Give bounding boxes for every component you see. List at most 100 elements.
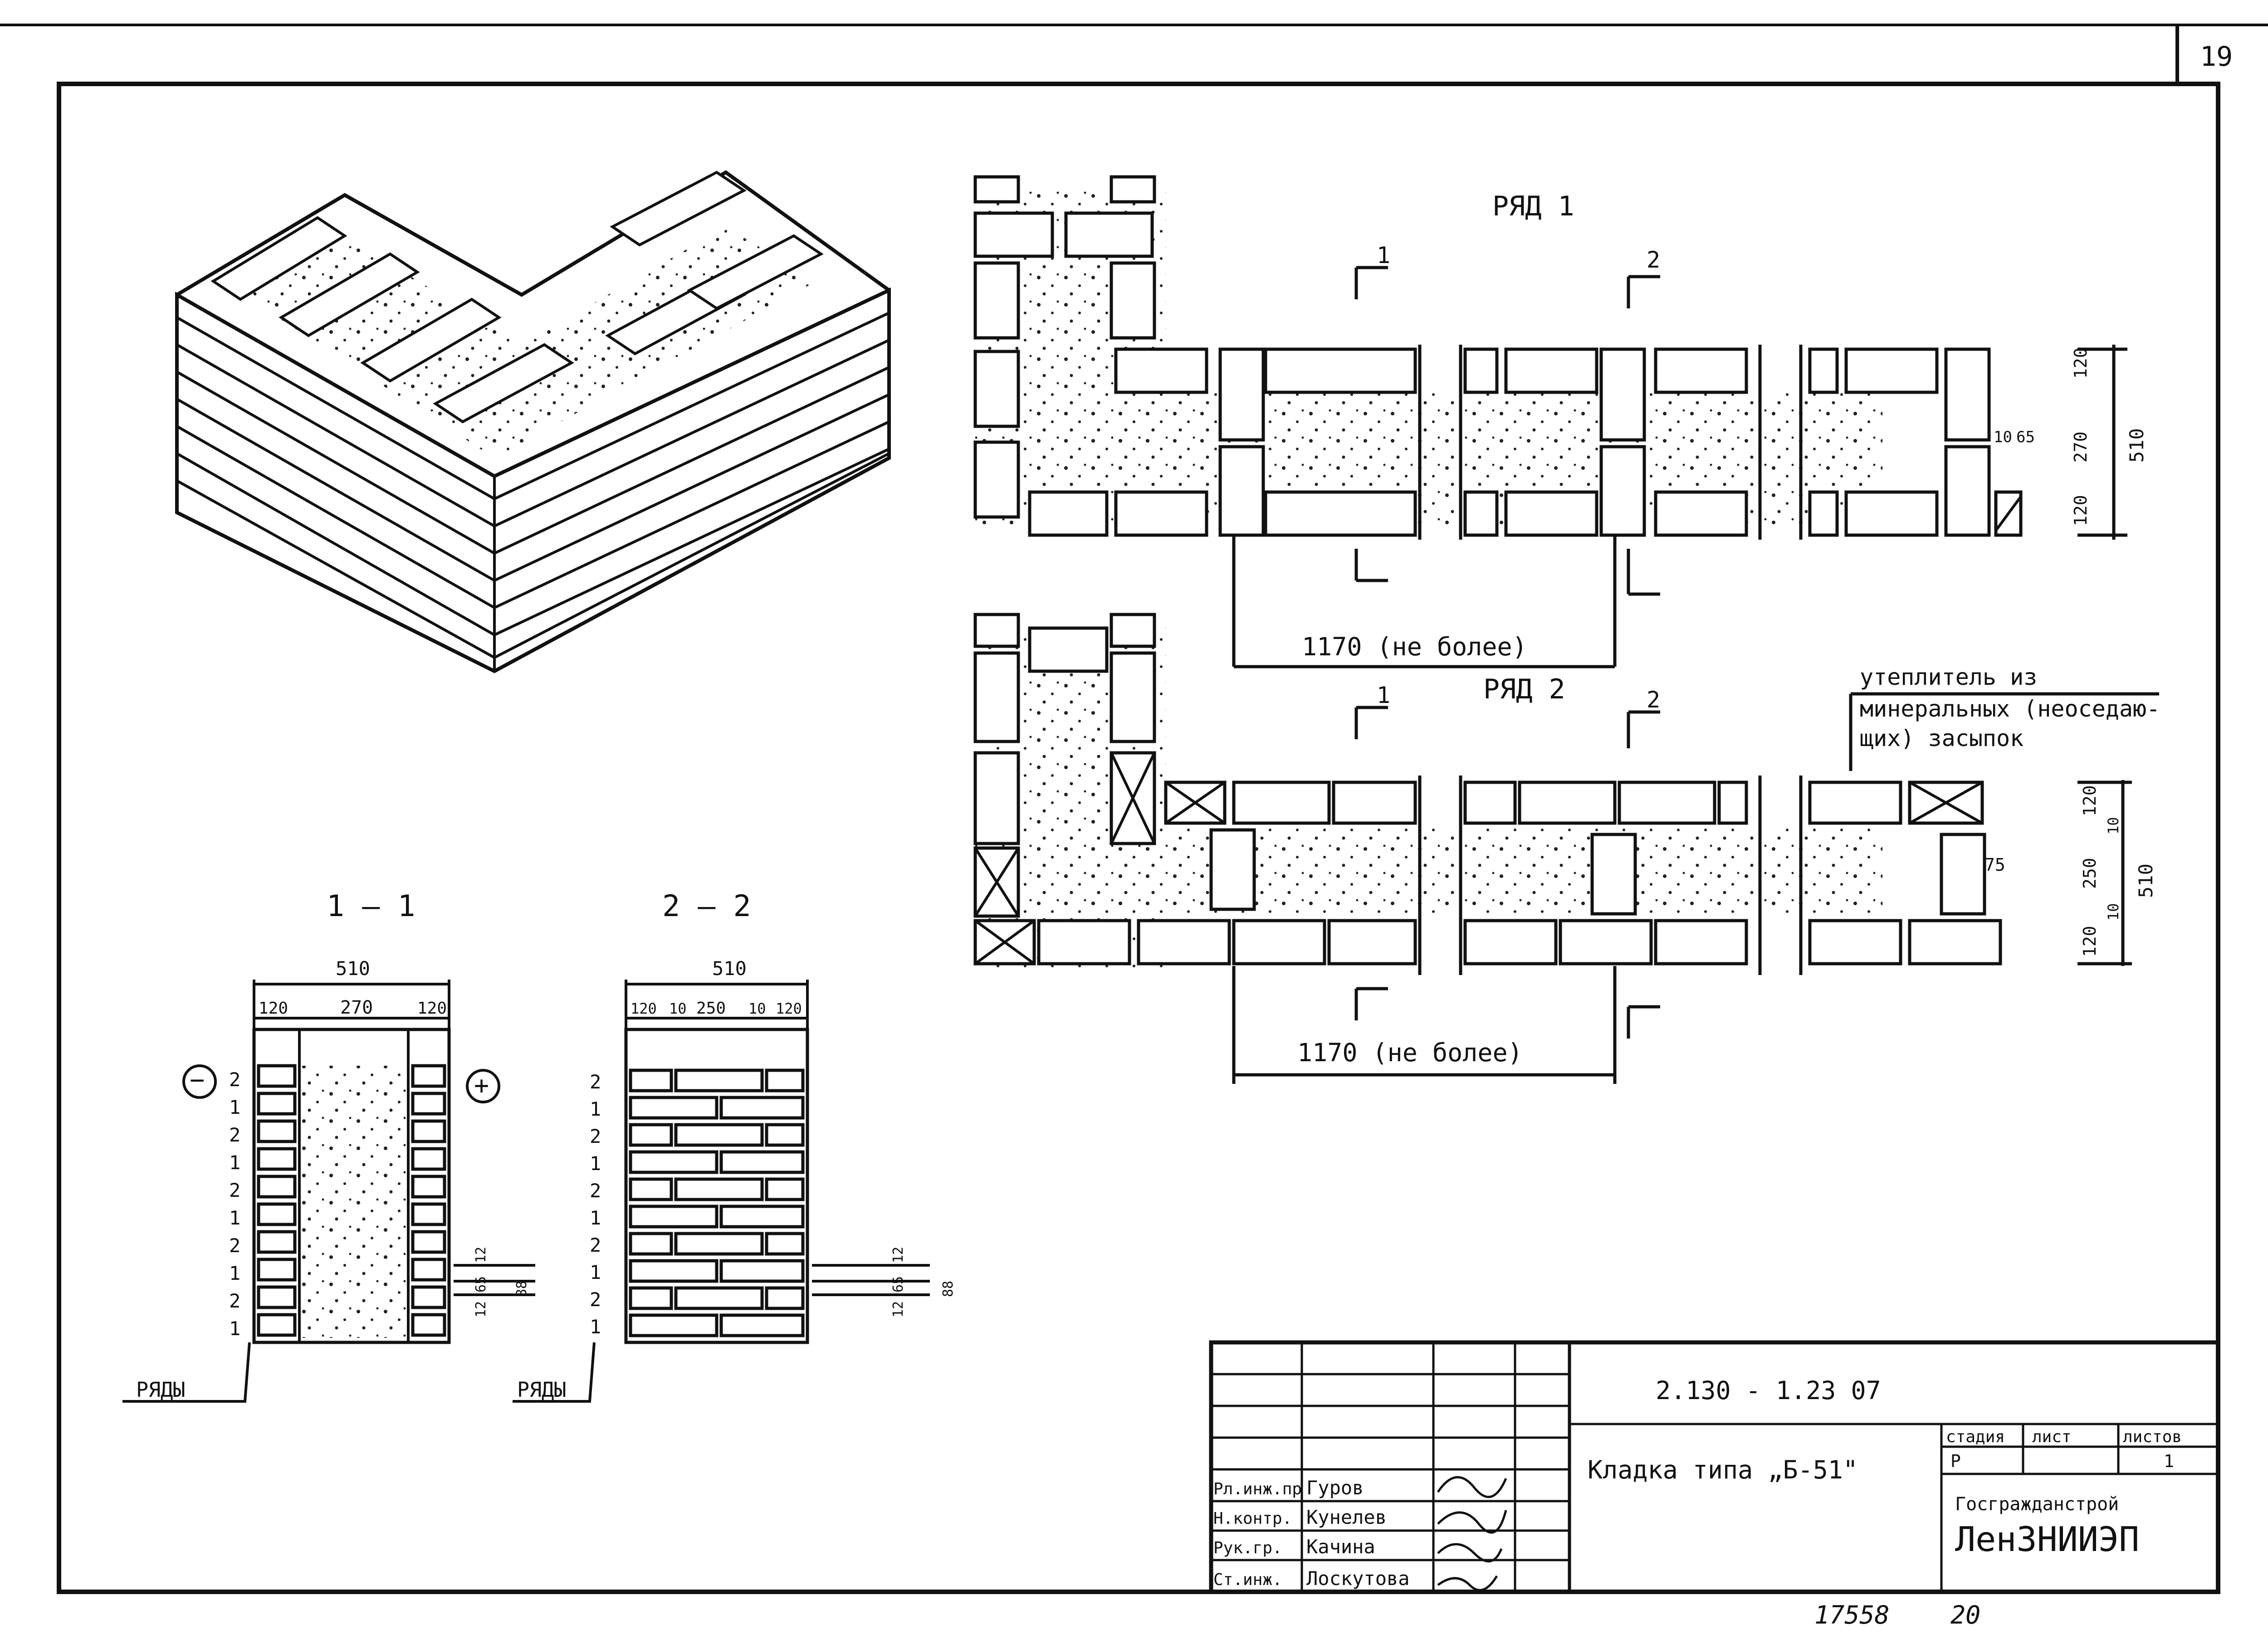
insulation-line3: щих) засыпок bbox=[1860, 725, 2024, 751]
inventory-number: 17558 bbox=[1814, 1600, 1890, 1629]
staff-role-1: Н.контр. bbox=[1213, 1509, 1292, 1528]
row2-title: РЯД 2 bbox=[1483, 673, 1565, 705]
staff-role-3: Ст.инж. bbox=[1213, 1571, 1282, 1589]
section-brick bbox=[411, 1313, 446, 1337]
cut-1-row2: 1 bbox=[1377, 682, 1390, 708]
section-brick bbox=[719, 1205, 805, 1229]
section-brick bbox=[765, 1068, 805, 1093]
sec1-c: 120 bbox=[417, 999, 447, 1018]
staff-role-0: Рл.инж.пр bbox=[1213, 1480, 1302, 1498]
section-brick bbox=[674, 1232, 764, 1256]
section-brick bbox=[411, 1092, 446, 1116]
doc-code: 2.130 - 1.23 07 bbox=[1656, 1376, 1881, 1405]
section-brick bbox=[719, 1096, 805, 1120]
dim-1170-row1: 1170 (не более) bbox=[1302, 632, 1527, 661]
section-brick bbox=[257, 1202, 297, 1226]
sec2-e: 120 bbox=[776, 1000, 802, 1017]
sec2-d: 10 bbox=[748, 1000, 766, 1017]
row1-title: РЯД 1 bbox=[1492, 190, 1574, 222]
section-brick bbox=[629, 1286, 673, 1310]
section-brick bbox=[411, 1064, 446, 1088]
row2-d75: 75 bbox=[1984, 855, 2005, 875]
section-brick bbox=[257, 1175, 297, 1199]
sec1-small-0: 12 bbox=[473, 1301, 489, 1317]
sec2-c: 250 bbox=[696, 999, 726, 1018]
staff-name-1: Кунелев bbox=[1306, 1506, 1387, 1528]
section-brick bbox=[257, 1119, 297, 1143]
sec2-h: 88 bbox=[940, 1281, 956, 1297]
section-brick bbox=[719, 1150, 805, 1174]
insulation-line2: минеральных (неоседаю- bbox=[1860, 696, 2160, 722]
section-brick bbox=[629, 1150, 719, 1174]
insulation-line1: утеплитель из bbox=[1860, 664, 2037, 690]
sec1-rows-label: РЯДЫ bbox=[136, 1378, 185, 1402]
staff-role-2: Рук.гр. bbox=[1213, 1539, 1282, 1557]
sheets-header: листов bbox=[2123, 1428, 2182, 1446]
row-number: 2 bbox=[590, 1288, 601, 1311]
staff-name-3: Лоскутова bbox=[1306, 1567, 1410, 1590]
row2-d510: 510 bbox=[2135, 863, 2157, 898]
staff-name-0: Гуров bbox=[1306, 1477, 1364, 1499]
sec2-small-1: 65 bbox=[890, 1276, 906, 1293]
cut-1-top: 1 bbox=[1377, 242, 1390, 268]
plan-row-1: РЯД 1 bbox=[973, 175, 2148, 668]
sec2-rows-label: РЯДЫ bbox=[517, 1378, 566, 1402]
row-number: 1 bbox=[229, 1207, 240, 1229]
section-brick bbox=[411, 1202, 446, 1226]
row2-d120a: 120 bbox=[2080, 785, 2100, 816]
section-brick bbox=[629, 1205, 719, 1229]
staff-name-2: Качина bbox=[1306, 1536, 1375, 1558]
row-number: 1 bbox=[590, 1207, 601, 1229]
symbol-minus: − bbox=[190, 1065, 205, 1094]
sec1-small-2: 12 bbox=[473, 1247, 489, 1263]
row-number: 2 bbox=[229, 1290, 240, 1312]
sec2-total: 510 bbox=[712, 957, 747, 980]
sec2-b: 10 bbox=[669, 1000, 687, 1017]
section-brick bbox=[629, 1068, 673, 1093]
section-brick bbox=[257, 1147, 297, 1171]
row1-d120a: 120 bbox=[2071, 347, 2091, 379]
row-number: 2 bbox=[229, 1068, 240, 1091]
section-brick bbox=[411, 1147, 446, 1171]
row-number: 2 bbox=[590, 1071, 601, 1093]
sheet-header: лист bbox=[2032, 1428, 2072, 1446]
row-number: 1 bbox=[590, 1152, 601, 1175]
row2-d10a: 10 bbox=[2105, 817, 2122, 834]
symbol-plus: + bbox=[474, 1071, 489, 1100]
sheet-number: 19 bbox=[2200, 41, 2233, 73]
sec1-h: 88 bbox=[514, 1281, 530, 1297]
row2-d120b: 120 bbox=[2080, 926, 2100, 957]
section-brick bbox=[674, 1286, 764, 1310]
section-brick bbox=[629, 1177, 673, 1201]
section-brick bbox=[674, 1068, 764, 1093]
section-brick bbox=[257, 1258, 297, 1282]
row-number: 1 bbox=[229, 1151, 240, 1174]
row-number: 1 bbox=[229, 1262, 240, 1284]
section-brick bbox=[629, 1313, 719, 1337]
section-brick bbox=[674, 1123, 764, 1147]
cut-2-top: 2 bbox=[1647, 247, 1660, 273]
stage-header: стадия bbox=[1946, 1428, 2005, 1446]
section-brick bbox=[719, 1313, 805, 1337]
section-brick bbox=[411, 1258, 446, 1282]
row-number: 1 bbox=[590, 1261, 601, 1283]
section-brick bbox=[719, 1259, 805, 1283]
page-number: 20 bbox=[1950, 1600, 1980, 1629]
row-number: 2 bbox=[229, 1234, 240, 1257]
row-number: 1 bbox=[590, 1316, 601, 1338]
row-number: 1 bbox=[229, 1317, 240, 1340]
row-number: 2 bbox=[590, 1125, 601, 1147]
row-number: 2 bbox=[229, 1179, 240, 1201]
section-brick bbox=[765, 1232, 805, 1256]
section-brick bbox=[765, 1177, 805, 1201]
section-1-title: 1 — 1 bbox=[327, 889, 415, 923]
section-2-title: 2 — 2 bbox=[662, 889, 751, 923]
org2: ЛенЗНИИЭП bbox=[1955, 1519, 2139, 1559]
sec2-small-0: 12 bbox=[890, 1301, 906, 1317]
section-brick bbox=[674, 1177, 764, 1201]
sec1-total: 510 bbox=[336, 957, 370, 980]
section-brick bbox=[629, 1096, 719, 1120]
sec1-a: 120 bbox=[259, 999, 288, 1018]
org1: Госгражданстрой bbox=[1955, 1494, 2119, 1515]
